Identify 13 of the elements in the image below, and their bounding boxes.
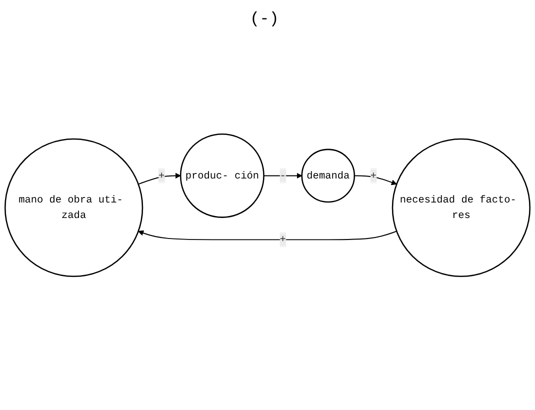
edge-label: + xyxy=(280,234,286,246)
node-circle: produc- ción xyxy=(180,133,264,218)
node-circle: demanda xyxy=(301,148,356,202)
node-circle: mano de obra uti- zada xyxy=(4,138,144,277)
arrow xyxy=(138,172,181,184)
arrow xyxy=(354,174,397,185)
edge-label: + xyxy=(370,170,377,182)
arrow xyxy=(263,172,302,178)
arrow xyxy=(138,230,398,240)
loop-polarity-label: (-) xyxy=(250,10,279,28)
edge-label: - xyxy=(280,170,286,182)
edge-label: + xyxy=(158,170,165,182)
node-circle: necesidad de facto- res xyxy=(392,138,531,277)
